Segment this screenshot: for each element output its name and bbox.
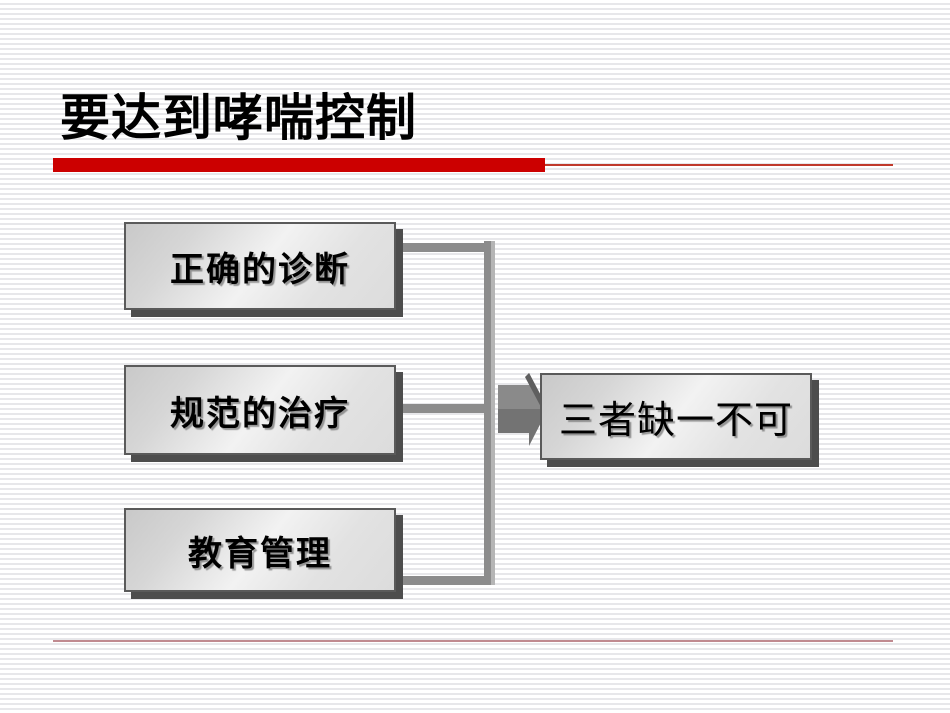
diagram-node-education-label: 教育管理: [188, 533, 332, 574]
connector-line-education: [396, 576, 488, 585]
footer-rule: [53, 640, 893, 642]
connector-line-diagnosis: [396, 243, 488, 252]
title-rule-thick: [53, 158, 545, 172]
diagram-node-treatment-label: 规范的治疗: [170, 393, 350, 434]
diagram-node-education[interactable]: 教育管理: [124, 508, 396, 592]
diagram-node-conclusion[interactable]: 三者缺一不可: [540, 373, 812, 460]
diagram-node-conclusion-label: 三者缺一不可: [558, 400, 793, 442]
diagram-node-diagnosis-label: 正确的诊断: [170, 249, 350, 290]
connector-trunk-vertical: [484, 241, 493, 585]
page-title: 要达到哮喘控制: [60, 88, 417, 147]
connector-line-treatment: [396, 404, 488, 413]
connector-trunk-highlight: [491, 241, 495, 585]
diagram-node-diagnosis[interactable]: 正确的诊断: [124, 222, 396, 310]
diagram-node-treatment[interactable]: 规范的治疗: [124, 365, 396, 455]
